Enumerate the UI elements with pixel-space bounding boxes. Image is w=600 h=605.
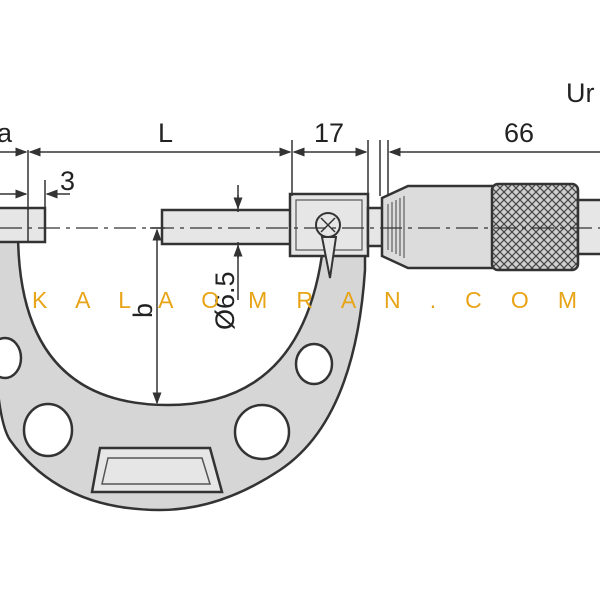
label-3: 3	[60, 166, 75, 196]
label-66: 66	[504, 118, 534, 148]
label-diameter: Ø6.5	[210, 271, 240, 330]
label-17: 17	[314, 118, 344, 148]
label-a: a	[0, 118, 13, 148]
watermark: K A L A O M R A N . C O M	[32, 287, 577, 313]
frame-hole	[22, 402, 74, 458]
frame-hole	[294, 342, 334, 386]
lock-lever	[320, 236, 338, 279]
ratchet-cap	[576, 198, 600, 256]
anvil	[0, 206, 47, 244]
label-L: L	[158, 118, 173, 148]
frame-hole	[0, 336, 23, 380]
label-unit: Ur	[566, 78, 595, 108]
frame-hole	[233, 403, 291, 461]
label-b: b	[128, 303, 158, 318]
spindle	[160, 208, 294, 246]
thimble	[380, 184, 497, 270]
ratchet-knurl	[490, 182, 580, 272]
insulation-plate	[90, 446, 224, 494]
